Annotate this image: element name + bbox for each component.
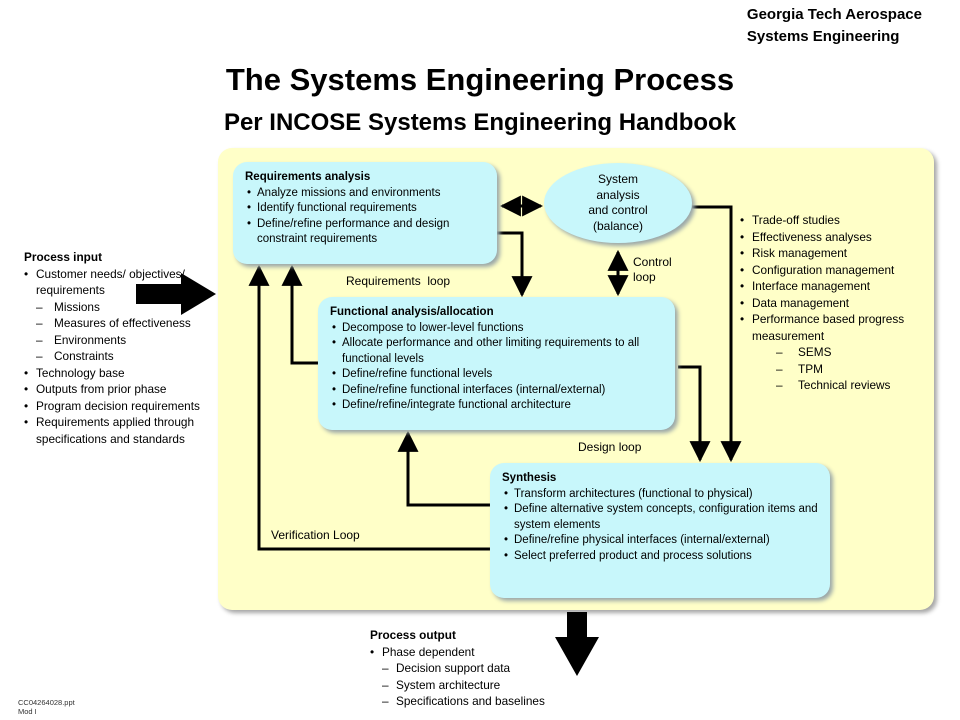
verification-loop-label: Verification Loop [271, 528, 360, 542]
verification-loop-arrow [248, 264, 490, 551]
control-loop-label: Control loop [633, 255, 672, 285]
list-item: Measures of effectiveness [24, 315, 214, 332]
sac-line-2: analysis [596, 187, 640, 202]
list-item: Environments [24, 332, 214, 349]
document-id-line-2: Mod I [18, 707, 37, 716]
process-input-list: Process input Customer needs/ objectives… [24, 249, 214, 447]
system-analysis-control-ellipse: System analysis and control (balance) [544, 163, 692, 243]
brand-line-1: Georgia Tech Aerospace [746, 6, 922, 23]
list-item: SEMS [740, 344, 940, 361]
list-item: System architecture [370, 677, 610, 694]
sac-to-synthesis-arrow [692, 205, 742, 463]
brand-header: Georgia Tech Aerospace Systems Engineeri… [747, 4, 922, 48]
design-loop-arrow [397, 430, 490, 507]
func-to-synthesis-arrow [678, 365, 711, 463]
requirements-analysis-title: Requirements analysis [245, 171, 371, 183]
list-item: Define alternative system concepts, conf… [502, 502, 818, 533]
list-item: Performance based progress measurement [740, 311, 940, 344]
list-item: Allocate performance and other limiting … [330, 336, 663, 367]
list-item: Trade-off studies [740, 212, 940, 229]
synthesis-title: Synthesis [502, 472, 557, 484]
list-item: Effectiveness analyses [740, 229, 940, 246]
list-item: Define/refine/integrate functional archi… [330, 398, 663, 414]
list-item: Decompose to lower-level functions [330, 321, 663, 337]
list-item: Analyze missions and environments [245, 186, 485, 202]
list-item: Phase dependent [370, 644, 610, 661]
list-item: Technology base [24, 365, 214, 382]
list-item: Define/refine physical interfaces (inter… [502, 533, 818, 549]
list-item: Data management [740, 295, 940, 312]
list-item: Outputs from prior phase [24, 381, 214, 398]
list-item: Identify functional requirements [245, 201, 485, 217]
control-loop-label-line-2: loop [633, 270, 656, 284]
process-output-title: Process output [370, 628, 456, 642]
functional-analysis-title: Functional analysis/allocation [330, 306, 494, 318]
process-input-item-needs: Customer needs/ objectives/ requirements [36, 266, 185, 298]
design-loop-label: Design loop [578, 440, 642, 454]
list-item: Constraints [24, 348, 214, 365]
control-activities-list: Trade-off studies Effectiveness analyses… [740, 212, 940, 394]
document-id-line-1: CC04264028.ppt [18, 698, 75, 707]
list-item: Specifications and baselines [370, 693, 610, 710]
list-item: Missions [24, 299, 214, 316]
list-item: Configuration management [740, 262, 940, 279]
synthesis-box: Synthesis Transform architectures (funct… [490, 463, 830, 598]
list-item: Interface management [740, 278, 940, 295]
list-item: Technical reviews [740, 377, 940, 394]
sac-line-3: and control [588, 203, 648, 217]
list-item: Define/refine functional interfaces (int… [330, 383, 663, 399]
list-item: Customer needs/ objectives/ requirements… [24, 266, 214, 365]
list-item: TPM [740, 361, 940, 378]
document-id: CC04264028.ppt Mod I [18, 698, 75, 716]
requirements-analysis-box: Requirements analysis Analyze missions a… [233, 162, 497, 264]
list-item: Decision support data [370, 660, 610, 677]
page-title: The Systems Engineering Process [225, 62, 735, 97]
process-output-list: Process output Phase dependent Decision … [370, 627, 610, 710]
list-item: Select preferred product and process sol… [502, 549, 818, 565]
page-subtitle: Per INCOSE Systems Engineering Handbook [223, 109, 737, 136]
functional-analysis-box: Functional analysis/allocation Decompose… [318, 297, 675, 430]
process-input-title: Process input [24, 250, 103, 264]
list-item: Program decision requirements [24, 398, 214, 415]
sac-line-4: (balance) [592, 218, 644, 233]
list-item: Define/refine performance and design con… [245, 217, 485, 248]
brand-line-2: Systems Engineering [746, 28, 900, 45]
list-item: Risk management [740, 245, 940, 262]
sac-line-1: System [597, 172, 638, 186]
list-item: Define/refine functional levels [330, 367, 663, 383]
req-to-func-arrow [497, 231, 533, 298]
control-loop-label-line-1: Control [633, 255, 672, 269]
requirements-loop-arrow [281, 264, 318, 365]
requirements-loop-label: Requirements loop [346, 274, 451, 288]
list-item: Transform architectures (functional to p… [502, 487, 818, 503]
list-item: Requirements applied through specificati… [24, 414, 214, 447]
